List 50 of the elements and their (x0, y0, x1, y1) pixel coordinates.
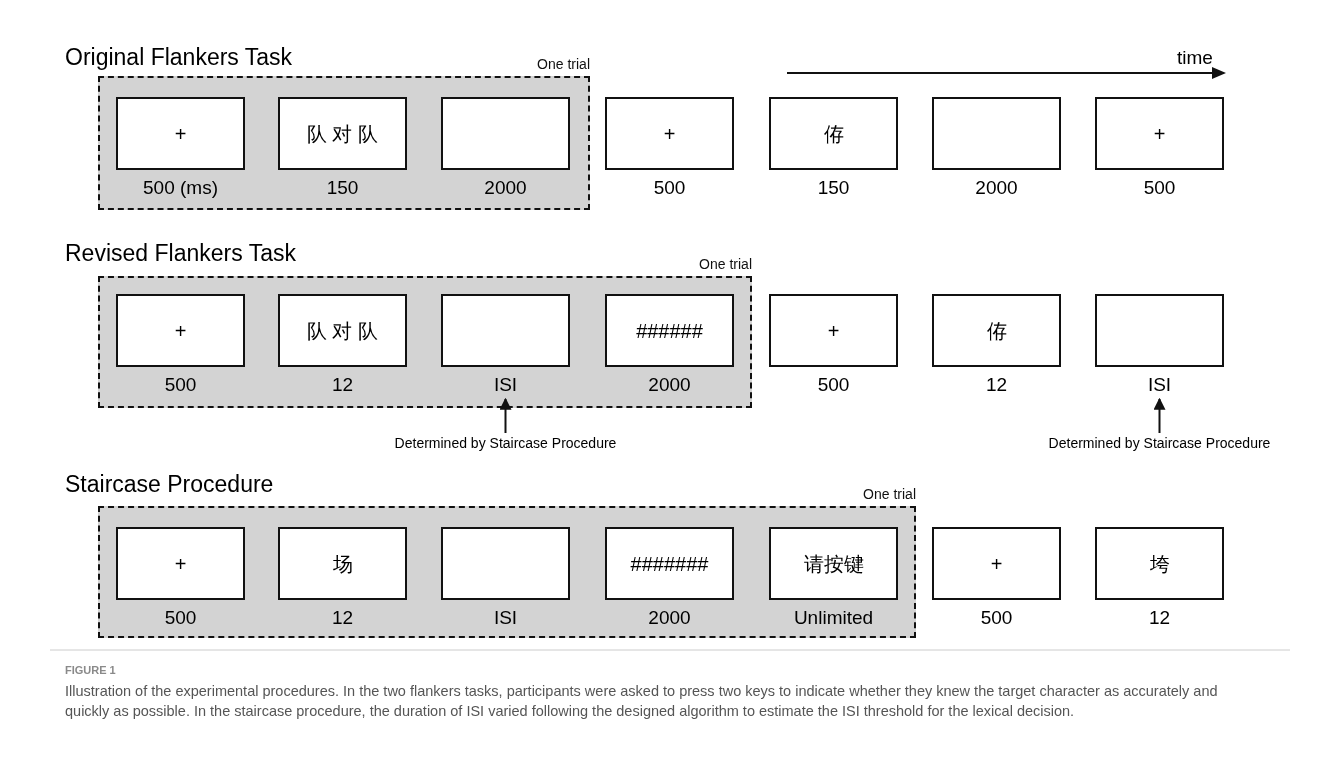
duration-label: 2000 (648, 374, 691, 396)
duration-label: Unlimited (793, 607, 874, 629)
stimulus-text: + (1153, 122, 1166, 145)
section-heading: Original Flankers Task (65, 44, 293, 71)
figure-number: FIGURE 1 (65, 664, 116, 676)
duration-label: 500 (980, 607, 1013, 629)
stimulus-text: 队 对 队 (306, 318, 379, 343)
duration-label: ISI (493, 374, 518, 396)
stimulus-text: + (827, 319, 840, 342)
duration-label: 500 (ms) (143, 177, 218, 199)
trial-label: One trial (863, 486, 916, 502)
duration-label: 500 (1143, 177, 1176, 199)
stimulus-text: 侟 (823, 121, 844, 146)
stimulus-text: 队 对 队 (306, 121, 379, 146)
trial-label: One trial (537, 56, 590, 72)
stimulus-text: + (174, 122, 187, 145)
annotation-text: Determined by Staircase Procedure (1048, 435, 1271, 451)
duration-label: 150 (817, 177, 850, 199)
section-heading: Revised Flankers Task (65, 240, 296, 267)
stimulus-text: 请按键 (803, 551, 864, 576)
stimulus-text: + (174, 319, 187, 342)
annotation-text: Determined by Staircase Procedure (394, 435, 617, 451)
stimulus-text: + (174, 552, 187, 575)
duration-label: 12 (1148, 607, 1171, 629)
duration-label: 500 (817, 374, 850, 396)
stimulus-text: ####### (630, 552, 709, 575)
duration-label: 12 (331, 374, 354, 396)
stimulus-text: + (663, 122, 676, 145)
duration-label: 500 (653, 177, 686, 199)
stimulus-text: 垮 (1149, 551, 1170, 576)
duration-label: 2000 (975, 177, 1018, 199)
time-label: time (1177, 47, 1213, 69)
trial-label: One trial (699, 256, 752, 272)
stimulus-text: 场 (332, 551, 353, 576)
duration-label: 12 (985, 374, 1008, 396)
duration-label: 500 (164, 607, 197, 629)
duration-label: ISI (493, 607, 518, 629)
duration-label: ISI (1147, 374, 1172, 396)
stimulus-text: + (990, 552, 1003, 575)
duration-label: 2000 (484, 177, 527, 199)
stimulus-text: 侟 (986, 318, 1007, 343)
duration-label: 2000 (648, 607, 691, 629)
arrow (499, 397, 512, 434)
arrow (1153, 397, 1166, 434)
section-heading: Staircase Procedure (65, 471, 274, 498)
figure-caption: Illustration of the experimental procedures. In the two flankers tasks, participants were asked to press two keys to indicate whether they knew the target character as accurately and quickly as possible. In the staircase procedure, the duration of ISI varied following the designed algorithm to estimate the ISI threshold for the lexical decision. (65, 682, 1219, 721)
duration-label: 12 (331, 607, 354, 629)
stimulus-text: ###### (636, 319, 703, 342)
duration-label: 150 (326, 177, 359, 199)
duration-label: 500 (164, 374, 197, 396)
